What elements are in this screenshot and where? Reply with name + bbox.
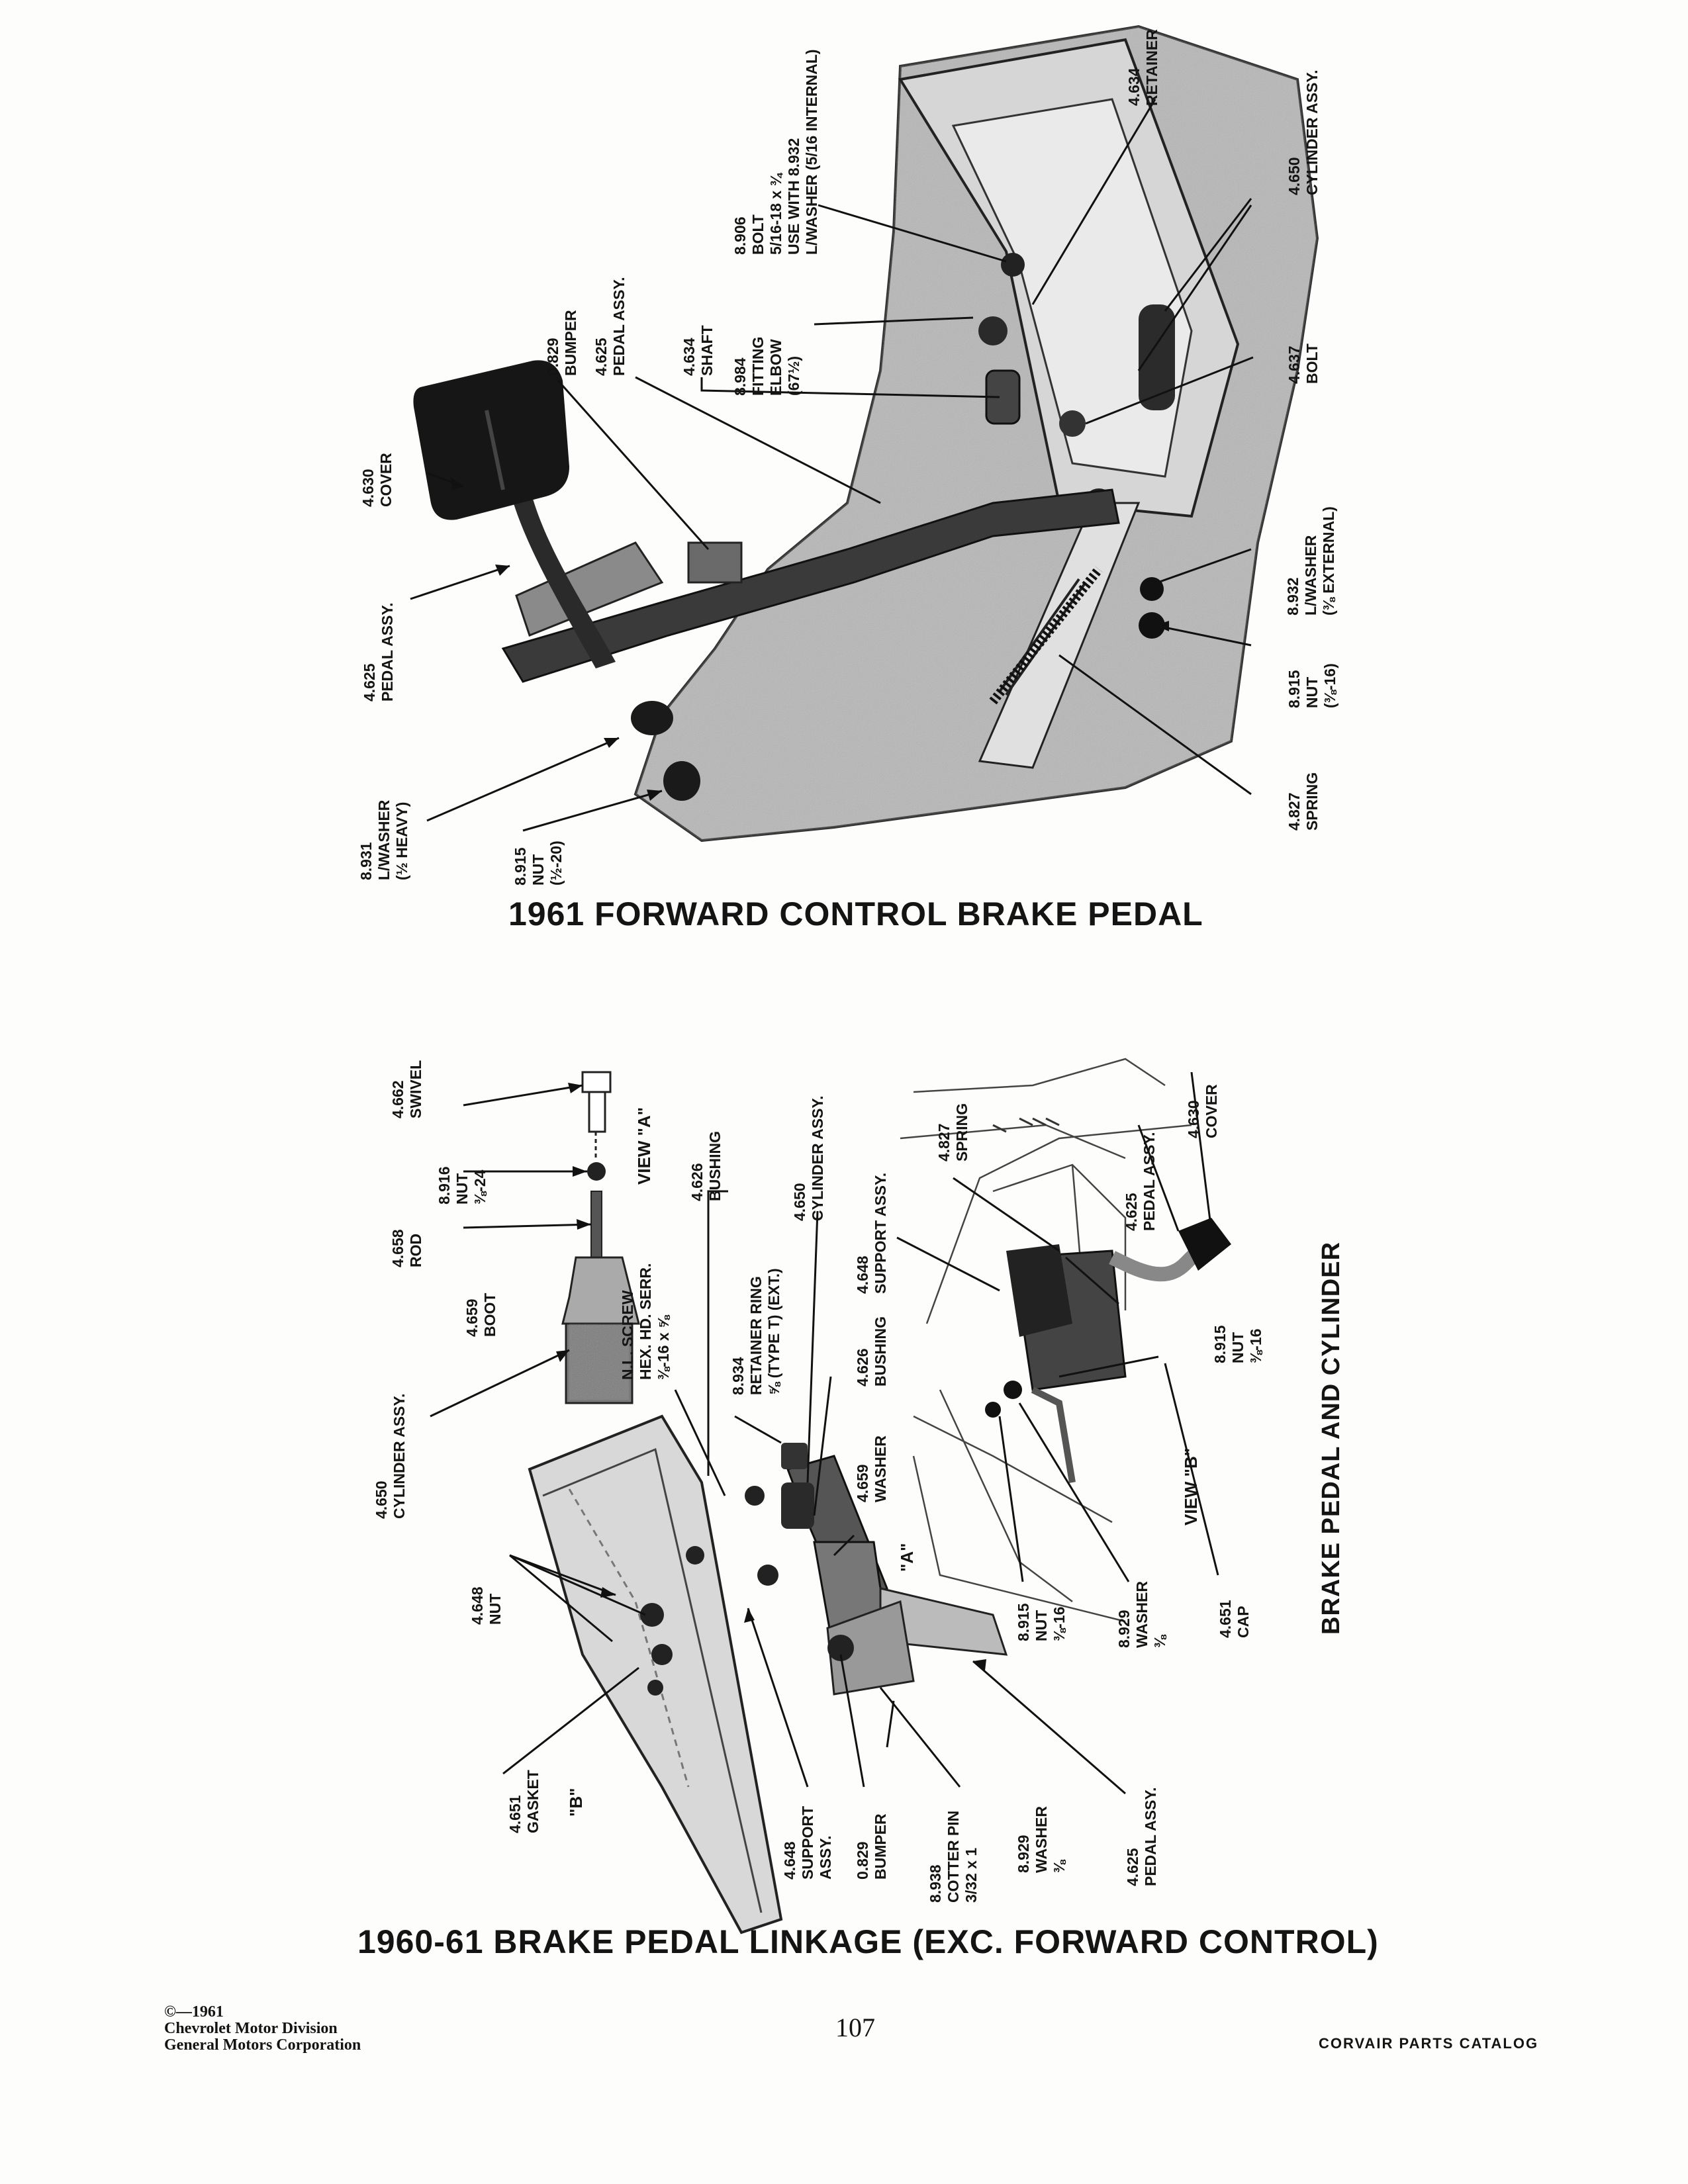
copyright-block: ©—1961 Chevrolet Motor Division General …	[164, 2003, 361, 2054]
caption-linkage: 1960-61 BRAKE PEDAL LINKAGE (EXC. FORWAR…	[357, 1923, 1379, 1960]
catalog-name: CORVAIR PARTS CATALOG	[1319, 2035, 1539, 2052]
page-number: 107	[835, 2013, 875, 2042]
caption-forward-control: 1961 FORWARD CONTROL BRAKE PEDAL	[508, 895, 1203, 933]
arrow-heads	[450, 477, 1169, 1670]
brake-pedal-linkage-illustration	[528, 1058, 1231, 1934]
forward-control-pedal-illustration	[413, 24, 1319, 842]
tag-a: "A"	[897, 1543, 917, 1572]
tag-b: "B"	[566, 1788, 586, 1817]
view-b-caption: VIEW "B"	[1181, 1447, 1201, 1525]
leader-lines	[410, 99, 1254, 1795]
view-a-caption: VIEW "A"	[634, 1107, 654, 1185]
side-caption-brake-pedal-cylinder: BRAKE PEDAL AND CYLINDER	[1317, 1241, 1345, 1635]
